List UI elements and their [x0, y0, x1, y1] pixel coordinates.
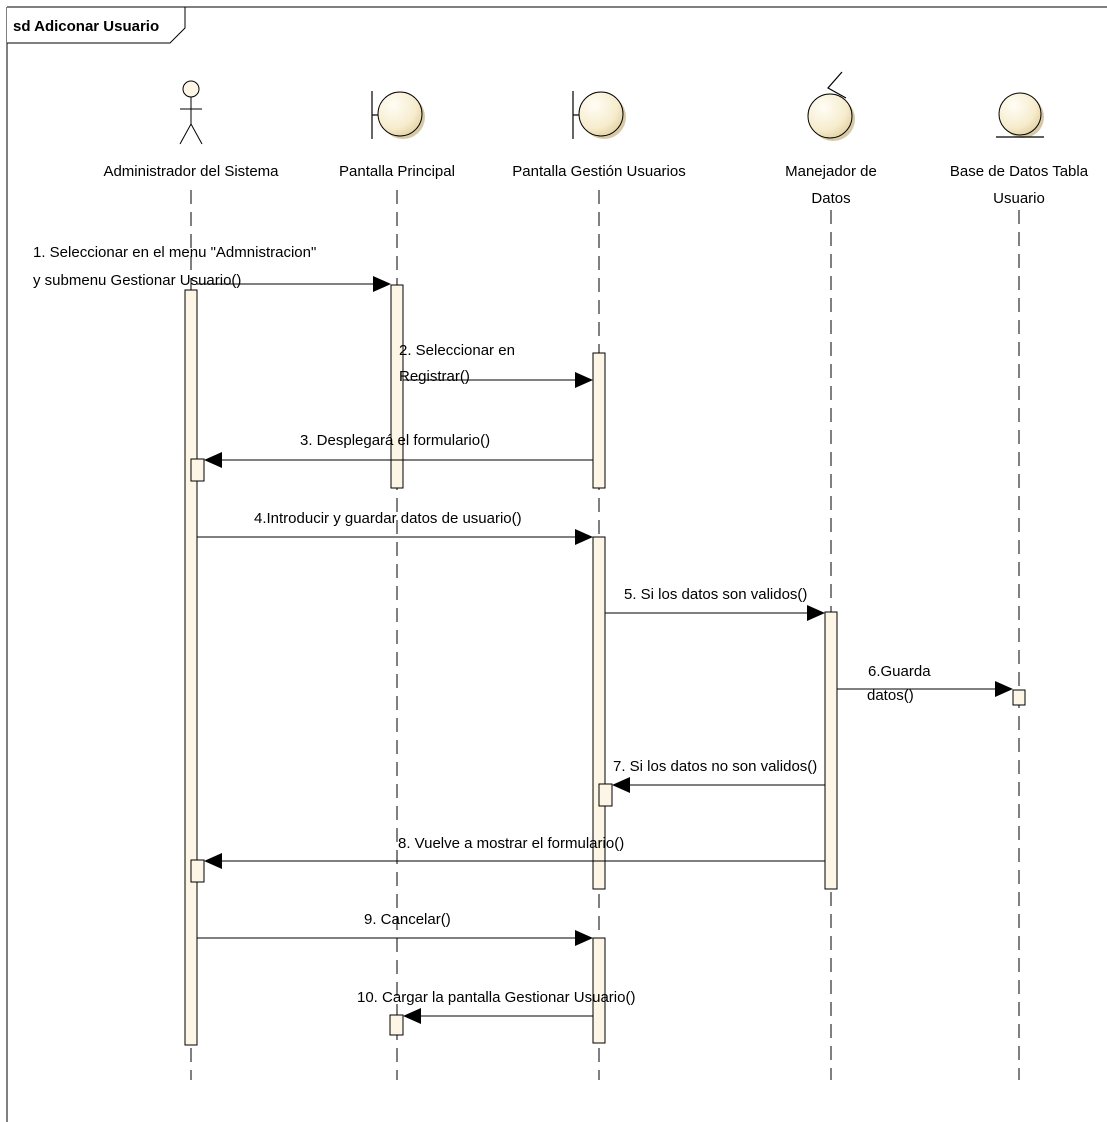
message-label-6-line1: 6.Guarda	[868, 663, 931, 680]
lifeline-label-admin: Administrador del Sistema	[103, 163, 279, 180]
message-arrow-3	[204, 452, 593, 468]
activation-bars	[184, 284, 1026, 1046]
message-label-1-line2: y submenu Gestionar Usuario()	[33, 272, 241, 289]
lifeline-label-manejador-line1: Manejador de	[785, 163, 877, 180]
message-label-3: 3. Desplegará el formulario()	[300, 432, 490, 449]
boundary-icon-gestion	[572, 91, 626, 139]
message-arrow-5	[605, 605, 825, 621]
activation-bd	[1012, 689, 1026, 706]
message-label-6-line2: datos()	[867, 687, 914, 704]
message-label-2-line2: Registrar()	[399, 368, 470, 385]
control-icon	[807, 71, 855, 141]
lifeline-label-bd-line1: Base de Datos Tabla	[950, 163, 1089, 180]
message-arrow-7	[612, 777, 825, 793]
message-labels: 1. Seleccionar en el menu "Admnistracion…	[33, 244, 931, 1006]
message-arrow-8	[204, 853, 825, 869]
activation-manejador	[824, 611, 838, 890]
activation-admin-m8	[190, 859, 205, 883]
activation-gestion-m7	[598, 783, 613, 807]
message-label-1-line1: 1. Seleccionar en el menu "Admnistracion…	[33, 244, 316, 261]
diagram-frame: sd Adiconar Usuario	[6, 6, 1107, 1122]
message-arrow-2	[403, 372, 593, 388]
message-arrow-6	[837, 681, 1013, 697]
entity-icon	[996, 92, 1044, 138]
message-arrow-9	[197, 930, 593, 946]
message-arrow-4	[197, 529, 593, 545]
activation-gestion-1	[592, 352, 606, 489]
message-label-4: 4.Introducir y guardar datos de usuario(…	[254, 510, 522, 527]
activation-principal-m10	[389, 1014, 404, 1036]
message-arrow-1	[197, 276, 391, 292]
lifeline-label-gestion: Pantalla Gestión Usuarios	[512, 163, 685, 180]
message-label-9: 9. Cancelar()	[364, 911, 451, 928]
activation-admin	[184, 289, 198, 1046]
message-label-5: 5. Si los datos son validos()	[624, 586, 807, 603]
message-arrows	[197, 276, 1013, 1024]
actor-icon	[179, 80, 203, 145]
lifeline-label-principal: Pantalla Principal	[339, 163, 455, 180]
activation-admin-m3	[190, 458, 205, 482]
activation-gestion-3	[592, 937, 606, 1044]
activation-principal	[390, 284, 404, 489]
lifeline-label-bd-line2: Usuario	[993, 190, 1045, 207]
boundary-icon-principal	[371, 91, 425, 139]
message-label-7: 7. Si los datos no son validos()	[613, 758, 817, 775]
frame-title: sd Adiconar Usuario	[13, 18, 159, 35]
message-arrow-10	[403, 1008, 593, 1024]
message-label-8: 8. Vuelve a mostrar el formulario()	[398, 835, 624, 852]
frame-tab	[7, 6, 186, 44]
lifeline-label-manejador-line2: Datos	[811, 190, 850, 207]
message-label-10: 10. Cargar la pantalla Gestionar Usuario…	[357, 989, 635, 1006]
message-label-2-line1: 2. Seleccionar en	[399, 342, 515, 359]
